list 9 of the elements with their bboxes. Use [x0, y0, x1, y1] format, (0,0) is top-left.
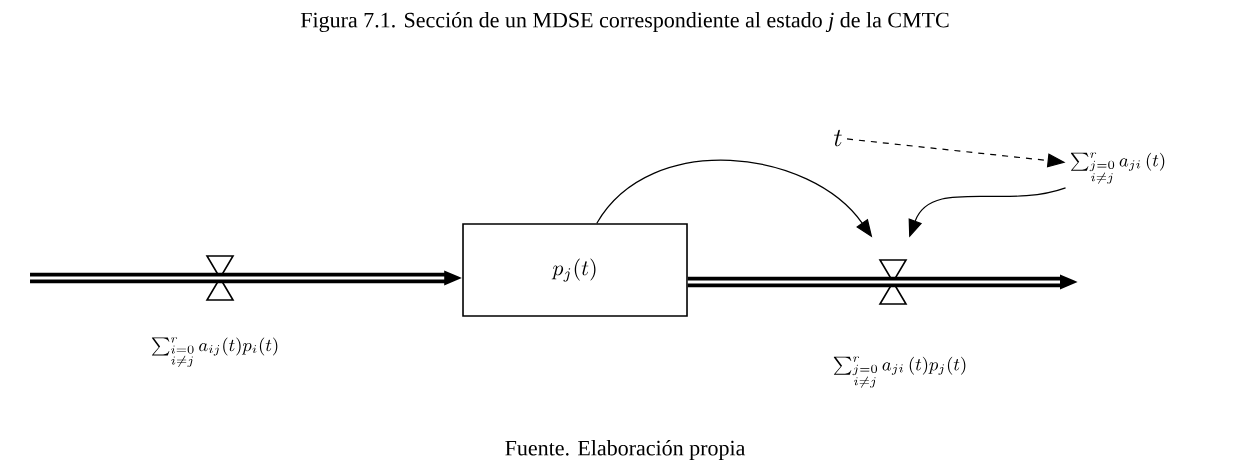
flow-rate-formula: $\sum_{\substack{i=0\\ i\neq j}}^{r} a_{ij}(t)p_i(t)$ [151, 337, 278, 367]
valve-symbol [206, 255, 235, 301]
flow-rate-formula: $\sum_{\substack{j=0\\ i\neq j}}^{r} a_{ji}\,(t)p_j(t)$ [833, 356, 966, 388]
stock-box: $p_j(t)$ [462, 223, 688, 317]
figure-title: Figura 7.1. Sección de un MDSE correspondiente al estado j de la CMTC [300, 12, 949, 32]
rate-formula: $\sum_{\substack{j=0\\ i\neq j}}^{r} a_{ji}\,(t)$ [1071, 152, 1165, 184]
time-variable: $t$ [834, 129, 842, 147]
source-caption: Fuente. Elaboración propia [505, 440, 746, 460]
valve-symbol [879, 259, 908, 305]
